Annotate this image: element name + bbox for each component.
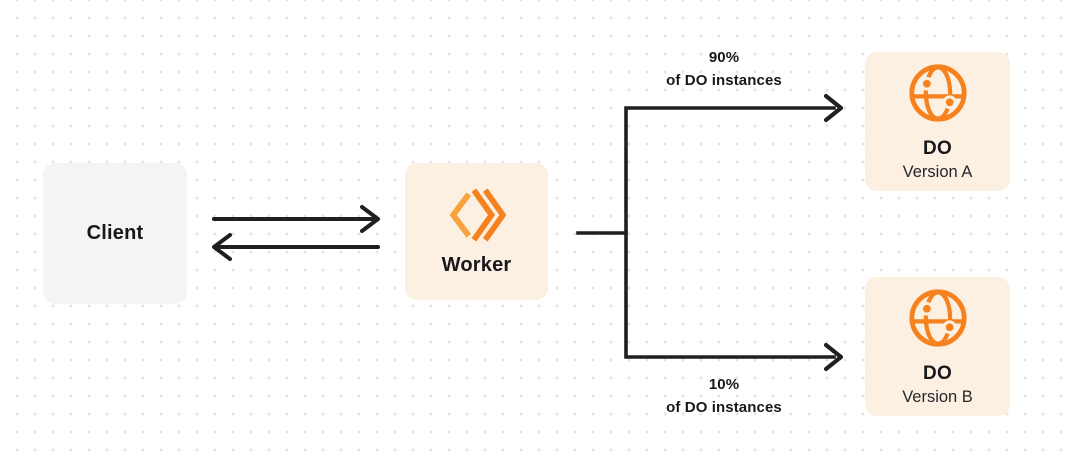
worker-label: Worker <box>441 254 512 276</box>
do-a-subtitle: Version A <box>902 162 973 181</box>
do-b-title: DO <box>922 362 953 384</box>
client-label: Client <box>86 222 144 244</box>
worker-node: Worker <box>405 163 548 300</box>
client-node: Client <box>43 163 187 304</box>
arrowhead-to-version-a <box>823 93 844 123</box>
do-a-title: DO <box>922 137 953 159</box>
arrow-worker-to-client <box>212 233 380 261</box>
edge-percent-a: 90% <box>708 49 740 66</box>
do-b-subtitle: Version B <box>902 387 973 406</box>
arrowhead-to-version-b <box>823 342 844 372</box>
edge-percent-b: 10% <box>708 376 740 393</box>
edge-label-version-b: 10% of DO instances <box>614 373 834 419</box>
do-version-a-node: DO Version A <box>865 52 1010 191</box>
do-version-b-node: DO Version B <box>865 277 1010 416</box>
arrow-client-to-worker <box>212 205 380 233</box>
edge-caption-a: of DO instances <box>666 72 782 89</box>
durable-object-globe-icon <box>908 63 967 122</box>
branch-connector <box>576 106 836 359</box>
edge-label-version-a: 90% of DO instances <box>614 46 834 92</box>
cloudflare-workers-icon <box>449 188 506 242</box>
edge-caption-b: of DO instances <box>666 399 782 416</box>
durable-object-globe-icon <box>908 288 967 347</box>
